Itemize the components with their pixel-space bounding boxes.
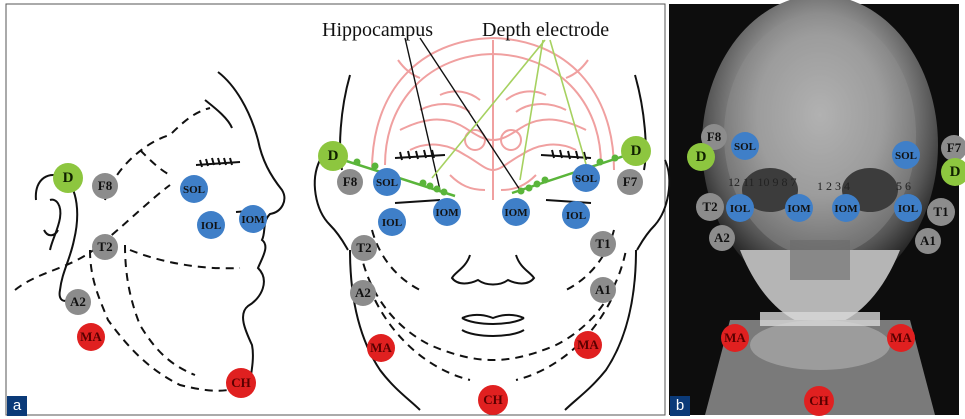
electrode-label: IOL [730, 203, 750, 215]
electrode-label: SOL [376, 177, 398, 189]
xray-electrode-t1: T1 [927, 198, 955, 226]
side-electrode-iom: IOM [239, 205, 267, 233]
xray-electrode-ma: MA [887, 324, 915, 352]
front-electrode-ma: MA [574, 331, 602, 359]
side-electrode-d: D [53, 163, 83, 193]
electrode-label: D [950, 164, 961, 180]
front-electrode-a2: A2 [350, 280, 376, 306]
electrode-label: SOL [734, 141, 756, 153]
xray-electrode-sol: SOL [731, 132, 759, 160]
front-electrode-ma: MA [367, 334, 395, 362]
xray-electrode-t2: T2 [696, 193, 724, 221]
electrode-label: F8 [707, 129, 722, 144]
side-electrode-t2: T2 [92, 234, 118, 260]
xray-electrode-ma: MA [721, 324, 749, 352]
front-electrode-f7: F7 [617, 169, 643, 195]
electrode-label: IOM [834, 203, 858, 215]
electrode-label: IOL [201, 220, 221, 232]
contacts-right-label: 12 11 10 9 8 7 [728, 175, 797, 189]
electrode-label: T2 [702, 199, 717, 214]
front-electrode-iom: IOM [502, 198, 530, 226]
electrode-label: A2 [355, 285, 371, 300]
electrode-label: MA [577, 337, 599, 352]
hippocampus-label: Hippocampus [322, 19, 433, 41]
side-electrode-iol: IOL [197, 211, 225, 239]
front-electrode-sol: SOL [373, 168, 401, 196]
xray-electrode-iol: IOL [894, 194, 922, 222]
front-electrode-a1: A1 [590, 277, 616, 303]
side-electrode-sol: SOL [180, 175, 208, 203]
xray-electrode-ch: CH [804, 386, 834, 416]
front-electrode-iol: IOL [378, 208, 406, 236]
xray-electrode-sol: SOL [892, 141, 920, 169]
panel-b-tag: b [670, 396, 690, 416]
side-electrode-a2: A2 [65, 289, 91, 315]
electrode-label: A1 [595, 282, 611, 297]
electrode-label: SOL [895, 150, 917, 162]
side-electrode-ch: CH [226, 368, 256, 398]
front-electrode-iol: IOL [562, 201, 590, 229]
xray-electrode-d: D [687, 143, 715, 171]
side-electrode-f8: F8 [92, 173, 118, 199]
electrode-label: IOL [382, 217, 402, 229]
front-electrode-d: D [318, 141, 348, 171]
panel-a-tag: a [7, 396, 27, 416]
electrode-label: IOM [504, 207, 528, 219]
front-electrode-d: D [621, 136, 651, 166]
electrode-label: T1 [933, 204, 948, 219]
electrode-label: D [631, 143, 642, 159]
electrode-label: SOL [183, 184, 205, 196]
electrode-label: IOM [241, 214, 265, 226]
electrode-label: MA [370, 340, 392, 355]
xray-electrode-a1: A1 [915, 228, 941, 254]
contacts-left-b-label: 5 6 [896, 179, 911, 193]
xray-electrode-a2: A2 [709, 225, 735, 251]
electrode-label: T2 [97, 239, 112, 254]
front-electrode-ch: CH [478, 385, 508, 415]
electrode-label: CH [231, 375, 251, 390]
electrode-label: A2 [714, 230, 730, 245]
xray-electrode-iom: IOM [832, 194, 860, 222]
electrode-label: A2 [70, 294, 86, 309]
electrode-label: F7 [623, 174, 638, 189]
front-electrode-iom: IOM [433, 198, 461, 226]
electrode-label: D [696, 149, 707, 165]
electrode-label: D [328, 148, 339, 164]
electrode-label: IOL [898, 203, 918, 215]
side-electrode-ma: MA [77, 323, 105, 351]
front-electrode-sol: SOL [572, 164, 600, 192]
electrode-label: SOL [575, 173, 597, 185]
electrode-label: F8 [98, 178, 113, 193]
electrode-label: T2 [356, 240, 371, 255]
electrode-label: F7 [947, 140, 962, 155]
electrode-label: D [63, 170, 74, 186]
electrode-label: IOL [566, 210, 586, 222]
front-electrode-f8: F8 [337, 169, 363, 195]
contacts-left-a-label: 1 2 3 4 [817, 179, 850, 193]
electrode-label: T1 [595, 236, 610, 251]
electrode-label: MA [80, 329, 102, 344]
electrode-label: IOM [787, 203, 811, 215]
electrode-label: CH [809, 393, 829, 408]
front-electrode-t1: T1 [590, 231, 616, 257]
electrode-label: CH [483, 392, 503, 407]
front-electrode-t2: T2 [351, 235, 377, 261]
xray-electrode-iom: IOM [785, 194, 813, 222]
depth-electrode-label: Depth electrode [482, 19, 609, 41]
xray-electrode-iol: IOL [726, 194, 754, 222]
electrode-label: MA [890, 330, 912, 345]
electrode-label: MA [724, 330, 746, 345]
electrode-label: F8 [343, 174, 358, 189]
electrode-label: A1 [920, 233, 936, 248]
electrode-label: IOM [435, 207, 459, 219]
